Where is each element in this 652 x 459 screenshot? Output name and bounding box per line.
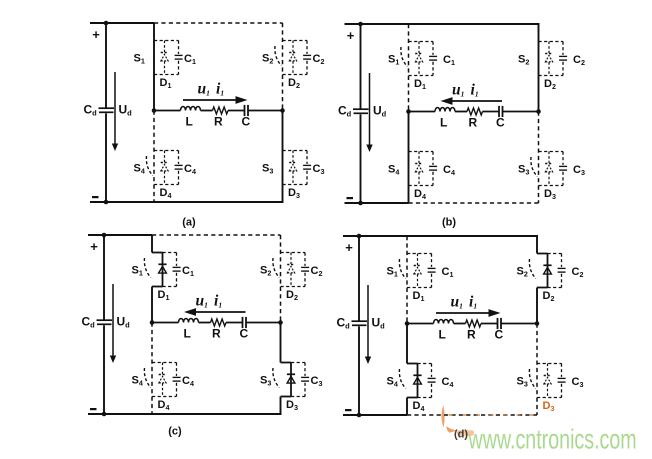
svg-text:S2: S2 — [518, 54, 529, 67]
svg-text:L: L — [186, 115, 193, 129]
svg-text:C1: C1 — [442, 266, 454, 279]
svg-text:L: L — [440, 116, 447, 130]
svg-text:C4: C4 — [443, 164, 455, 177]
svg-text:C1: C1 — [443, 54, 455, 67]
svg-text:D4: D4 — [160, 187, 172, 200]
svg-text:C: C — [240, 327, 249, 341]
svg-text:S4: S4 — [134, 163, 145, 176]
svg-text:www.cntronics.com: www.cntronics.com — [468, 424, 637, 454]
svg-text:S3: S3 — [518, 164, 529, 177]
svg-text:D4: D4 — [413, 400, 425, 413]
svg-text:R: R — [212, 327, 221, 341]
svg-text:D1: D1 — [413, 290, 425, 303]
svg-text:D1: D1 — [158, 289, 170, 302]
svg-text:(c): (c) — [168, 426, 182, 438]
svg-text:(a): (a) — [182, 217, 196, 229]
svg-text:i1: i1 — [469, 294, 477, 311]
svg-text:D2: D2 — [286, 289, 298, 302]
svg-text:C: C — [496, 116, 505, 130]
svg-text:L: L — [439, 328, 446, 342]
svg-text:C3: C3 — [573, 164, 585, 177]
svg-text:D3: D3 — [544, 188, 556, 201]
svg-text:D4: D4 — [158, 399, 170, 412]
svg-text:S2: S2 — [262, 53, 273, 66]
svg-text:R: R — [214, 115, 223, 129]
svg-text:S1: S1 — [388, 54, 399, 67]
svg-text:(b): (b) — [442, 217, 456, 229]
svg-text:D2: D2 — [544, 78, 556, 91]
svg-text:D1: D1 — [414, 78, 426, 91]
svg-text:+: + — [90, 239, 98, 254]
svg-text:+: + — [345, 240, 353, 255]
svg-text:D3: D3 — [286, 399, 298, 412]
svg-text:C1: C1 — [182, 265, 194, 278]
svg-text:C2: C2 — [313, 53, 325, 66]
svg-text:C4: C4 — [182, 375, 194, 388]
svg-text:S1: S1 — [134, 53, 145, 66]
svg-text:R: R — [467, 328, 476, 342]
svg-text:S4: S4 — [387, 376, 398, 389]
svg-text:(d): (d) — [454, 429, 468, 441]
svg-text:S3: S3 — [260, 375, 271, 388]
svg-text:S2: S2 — [260, 265, 271, 278]
svg-text:D2: D2 — [288, 77, 300, 90]
svg-text:C2: C2 — [311, 265, 323, 278]
svg-text:D3: D3 — [543, 400, 555, 413]
svg-text:S3: S3 — [517, 376, 528, 389]
svg-text:D1: D1 — [160, 77, 172, 90]
svg-text:C: C — [495, 328, 504, 342]
svg-text:S3: S3 — [262, 163, 273, 176]
svg-text:+: + — [347, 28, 355, 43]
svg-text:+: + — [92, 27, 100, 42]
svg-text:i1: i1 — [216, 81, 224, 98]
svg-text:C2: C2 — [573, 54, 585, 67]
svg-text:S4: S4 — [388, 164, 399, 177]
svg-text:C4: C4 — [184, 163, 196, 176]
svg-text:S1: S1 — [387, 266, 398, 279]
svg-text:C3: C3 — [311, 375, 323, 388]
svg-text:D4: D4 — [414, 188, 426, 201]
svg-text:C3: C3 — [572, 376, 584, 389]
svg-text:i1: i1 — [471, 82, 479, 99]
svg-text:D2: D2 — [543, 290, 555, 303]
svg-text:C3: C3 — [313, 163, 325, 176]
svg-text:S2: S2 — [517, 266, 528, 279]
svg-text:C1: C1 — [184, 53, 196, 66]
svg-text:R: R — [469, 116, 478, 130]
svg-text:i1: i1 — [214, 293, 222, 310]
svg-text:L: L — [184, 327, 191, 341]
svg-text:C4: C4 — [442, 376, 454, 389]
svg-text:S4: S4 — [132, 375, 143, 388]
svg-text:S1: S1 — [132, 265, 143, 278]
svg-text:C2: C2 — [572, 266, 584, 279]
svg-text:C: C — [242, 115, 251, 129]
svg-text:D3: D3 — [288, 187, 300, 200]
